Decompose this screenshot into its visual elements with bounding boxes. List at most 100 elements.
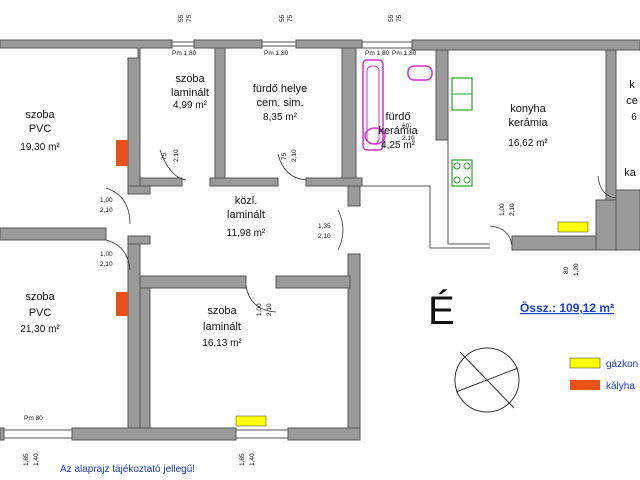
room1-area: 19,30 m² <box>20 142 60 153</box>
bathtub <box>362 59 384 151</box>
wall-room9-top <box>139 275 247 289</box>
wall-bath-kitchen <box>435 49 449 141</box>
room5-area: 16,62 m² <box>508 138 548 149</box>
room9-area: 16,13 m² <box>202 338 242 349</box>
wall-top-left <box>0 39 173 59</box>
door-right <box>597 175 617 199</box>
dim-60: 60 <box>402 123 410 130</box>
dim-210a: 2,10 <box>173 149 180 162</box>
window-bottom-right <box>236 429 288 439</box>
wall-kitchen-inner <box>361 139 490 249</box>
dim-100d: 1,00 <box>256 303 263 316</box>
wall-corridor-top <box>139 177 183 187</box>
room4-area: 4,25 m² <box>381 140 416 151</box>
room7-name2: laminált <box>227 209 265 221</box>
wall-room9-left <box>139 287 151 431</box>
pm-4: Pm 1,80 <box>392 50 417 57</box>
wall-room1-room8 <box>0 227 107 241</box>
compass-icon <box>454 347 520 413</box>
room4-name2: kerámia <box>378 125 418 137</box>
dim-135: 1,35 <box>318 223 331 230</box>
legend-stove-swatch <box>570 380 600 390</box>
bathtub-inner <box>366 65 380 145</box>
walls <box>0 39 640 441</box>
window-top-3 <box>362 41 412 49</box>
room3-name2: cem. sim. <box>256 97 303 109</box>
dim-75a: 75 <box>161 152 168 160</box>
dim-210f: 2,10 <box>402 135 415 142</box>
stove-room8 <box>116 292 128 316</box>
gas-room9 <box>235 415 267 427</box>
stove-room1 <box>116 140 128 166</box>
wall-kitchen-bottom <box>511 235 597 251</box>
dim-210h: 2,10 <box>266 303 273 316</box>
door-room8 <box>105 239 131 271</box>
dim-210d: 2,10 <box>100 261 113 268</box>
room8-name: szoba <box>25 291 55 303</box>
doors <box>105 149 617 313</box>
room8-area: 21,30 m² <box>20 324 60 335</box>
dim-75b: 75 <box>281 152 288 160</box>
wall-bottom-mid <box>71 427 237 441</box>
room10-name: ka <box>624 167 637 179</box>
room4-name: fürdő <box>385 111 410 123</box>
wall-kitchen-bottom2 <box>595 199 617 251</box>
legend-gas-swatch <box>569 357 601 369</box>
dim-top-b: 75 <box>186 14 193 22</box>
burner-4 <box>463 176 471 184</box>
room6-name: k <box>629 79 635 91</box>
dim-b-140a: 1,40 <box>33 453 40 466</box>
north-marker: É <box>428 288 455 333</box>
door-room2 <box>159 149 187 181</box>
wall-right-edge <box>615 189 640 251</box>
room1-name: szoba <box>25 109 55 121</box>
wall-room3-bath <box>341 47 357 181</box>
room5-name: konyha <box>510 103 546 115</box>
room3-name: fürdő helye <box>253 83 307 95</box>
dim-80: 80 <box>563 266 570 274</box>
fixtures <box>116 59 589 427</box>
room6-name2: ce <box>626 95 638 107</box>
wall-corridor-left2 <box>127 235 151 245</box>
dim-b-140b: 1,40 <box>249 453 256 466</box>
wall-corridor-right <box>347 185 361 207</box>
dim-top-e: 55 <box>388 14 395 22</box>
wc <box>407 65 433 81</box>
gas-kitchen <box>557 221 589 233</box>
dim-top-f: 75 <box>396 14 403 22</box>
room9-name: szoba <box>207 305 237 317</box>
burner-2 <box>463 162 471 170</box>
wall-room8-right <box>127 243 141 431</box>
room3-area: 8,35 m² <box>263 112 298 123</box>
room8-name2: PVC <box>29 307 52 319</box>
wall-bottom-left <box>0 427 5 441</box>
pm-80: Pm 80 <box>24 415 43 422</box>
window-bottom-left <box>4 429 72 439</box>
legend: gázkon kályha <box>569 357 638 392</box>
burner-1 <box>453 162 461 170</box>
dim-210c: 2,10 <box>100 207 113 214</box>
wall-corridor-top2 <box>209 177 279 187</box>
room9-name2: laminált <box>203 321 241 333</box>
wall-kitchen-right <box>605 49 617 201</box>
dim-100a: 1,00 <box>100 197 113 204</box>
room6-area: 6 <box>631 112 637 123</box>
dim-100b: 1,00 <box>100 251 113 258</box>
room7-name: közl. <box>235 195 258 207</box>
wall-bottom-right <box>287 427 361 441</box>
dim-top-a: 55 <box>178 14 185 22</box>
pm-3: Pm 1,80 <box>365 50 390 57</box>
dim-b-185a: 1,85 <box>23 453 30 466</box>
room2-name2: laminált <box>171 87 209 99</box>
room7-area: 11,98 m² <box>227 228 266 239</box>
window-top-2 <box>262 41 296 47</box>
door-corridor-right <box>337 209 344 251</box>
dimensions: 55 75 55 75 55 75 Pm 1,80 Pm 1,80 Pm 1,8… <box>23 14 580 466</box>
burner-3 <box>453 176 461 184</box>
pm-1: Pm 1,80 <box>172 50 197 57</box>
wall-corridor-left <box>127 185 151 195</box>
legend-stove-label: kályha <box>606 381 635 392</box>
room2-area: 4,99 m² <box>173 100 208 111</box>
window-top-1 <box>172 41 194 47</box>
